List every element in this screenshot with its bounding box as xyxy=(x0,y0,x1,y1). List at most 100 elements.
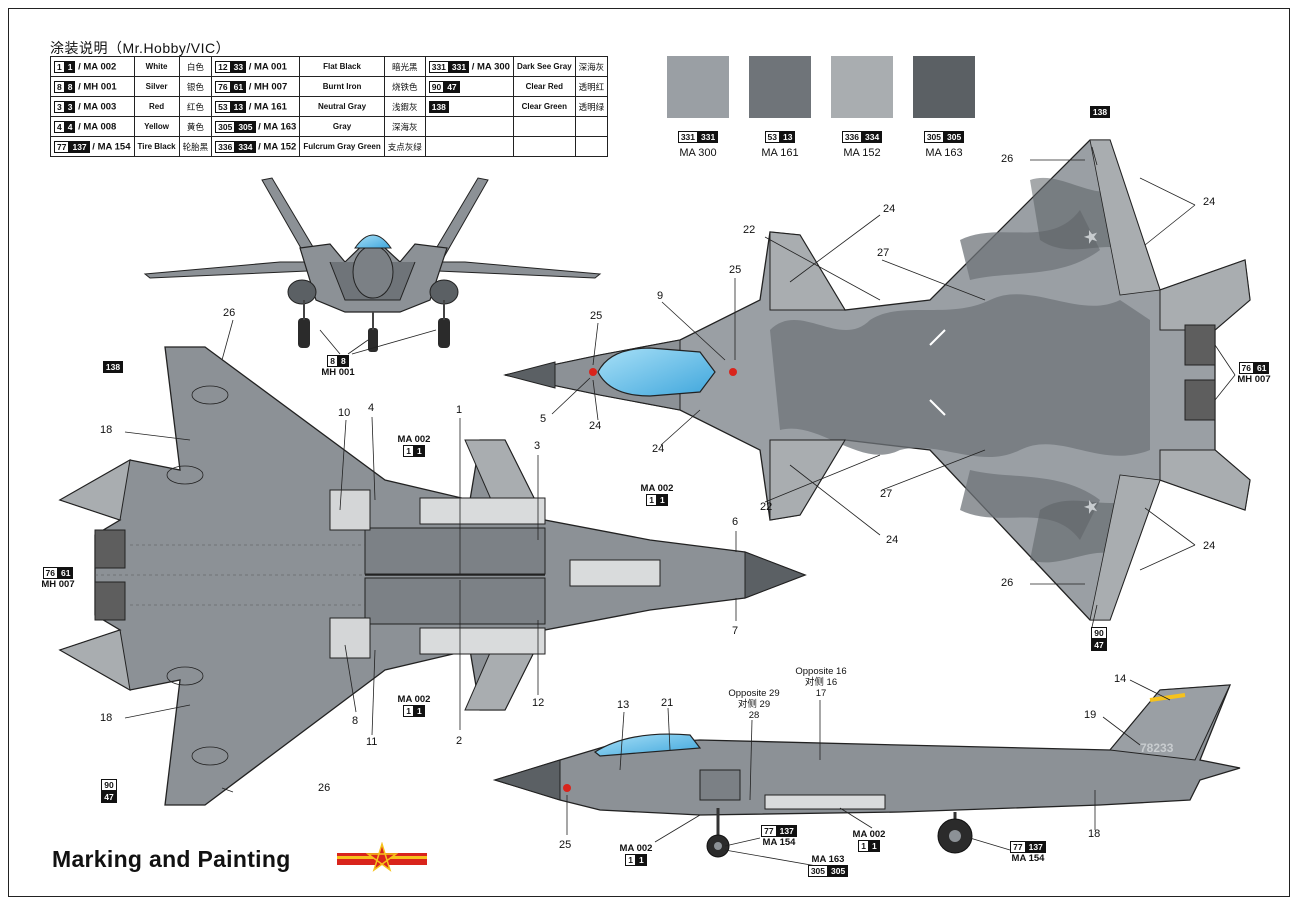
paint-code-chip: 336 xyxy=(841,130,862,143)
paint-code-chip: 1 xyxy=(64,60,76,73)
paint-code-chip: 334 xyxy=(235,140,256,153)
paint-code-chip: 53 xyxy=(215,100,231,113)
paint-code-chip: 137 xyxy=(1025,841,1046,853)
paint-code-chip: 8 xyxy=(327,355,338,367)
paint-code-chip: 1 xyxy=(54,60,65,73)
legend-color-name: Yellow xyxy=(133,116,180,137)
footer-title: Marking and Painting xyxy=(52,846,291,872)
swatch-name: MA 152 xyxy=(843,147,881,159)
callout-7: 7 xyxy=(732,625,739,637)
callout-2: 2 xyxy=(456,735,463,747)
paint-code-chip: 4 xyxy=(54,120,65,133)
legend-color-name: Tire Black xyxy=(133,136,180,157)
callout-19: 19 xyxy=(1084,709,1097,721)
paint-code: MA 154 xyxy=(97,141,131,153)
legend-color-name-cn: 深海灰 xyxy=(574,56,609,77)
paint-code-chip: 1 xyxy=(858,840,869,852)
callout-22: 22 xyxy=(743,224,756,236)
paint-code-chip: 1 xyxy=(636,854,647,866)
paint-code-chip: 138 xyxy=(102,361,124,373)
callout-24: 24 xyxy=(886,534,899,546)
paint-code-chip: 1 xyxy=(403,705,414,717)
opposite-29-note: Opposite 29 对侧 29 28 xyxy=(728,688,780,721)
paint-code: MH 007 xyxy=(253,81,288,93)
paint-code-chip: 331 xyxy=(448,60,470,73)
paint-code-chip: 331 xyxy=(677,130,698,143)
paint-code-chip: 334 xyxy=(862,130,883,143)
paint-code-chip: 305 xyxy=(944,130,965,143)
callout-4: 4 xyxy=(368,402,375,414)
tail-number: 78233 xyxy=(1140,741,1174,755)
paint-code-chip: 61 xyxy=(1254,362,1270,374)
paint-code: MH 007 xyxy=(1237,374,1271,385)
chip-top-138: 138 xyxy=(1088,106,1112,118)
callout-3: 3 xyxy=(534,440,541,452)
paint-code-chip: 4 xyxy=(64,120,76,133)
top-view: ★ ★ xyxy=(503,139,1251,621)
paint-code-chip: 8 xyxy=(64,80,76,93)
callout-12: 12 xyxy=(532,697,545,709)
paint-code-chip: 8 xyxy=(338,355,349,367)
paint-code-chip: 305 xyxy=(215,120,236,133)
paint-code-chip: 1 xyxy=(414,445,425,457)
paint-code: MH 007 xyxy=(41,579,75,590)
side-view: 78233 xyxy=(492,684,1241,858)
legend-color-name-cn xyxy=(574,136,609,157)
paint-code-chip: 76 xyxy=(215,80,231,93)
color-swatch xyxy=(831,56,893,118)
callout-10: 10 xyxy=(338,407,351,419)
paint-code-chip: 331 xyxy=(698,130,719,143)
leader-lines xyxy=(124,146,1236,869)
callout-25: 25 xyxy=(559,839,572,851)
chip-bottom-9047: 9047 xyxy=(95,779,123,803)
paint-code-chip: 77 xyxy=(54,140,70,153)
legend-color-name xyxy=(512,136,576,157)
legend-code-cell xyxy=(424,136,514,157)
paint-code-chip: 13 xyxy=(230,100,247,113)
paint-code-chip: 336 xyxy=(215,140,236,153)
paint-code-chip: 76 xyxy=(42,567,58,579)
paint-code-chip: 305 xyxy=(828,865,849,877)
paint-code-chip: 33 xyxy=(230,60,247,73)
callout-8: 8 xyxy=(352,715,359,727)
paint-code: MA 154 xyxy=(762,837,796,848)
paint-code-chip: 90 xyxy=(101,779,117,791)
swatch-name: MA 163 xyxy=(925,147,963,159)
svg-text:★: ★ xyxy=(1081,229,1101,245)
paint-code-chip: 47 xyxy=(444,80,460,93)
paint-code: MA 001 xyxy=(253,61,287,73)
drawing-frame xyxy=(8,8,1290,897)
paint-code-chip: 138 xyxy=(428,100,449,113)
callout-26: 26 xyxy=(1001,577,1014,589)
paint-code-chip: 1 xyxy=(646,494,657,506)
callout-24: 24 xyxy=(589,420,602,432)
paint-code: MH 001 xyxy=(321,367,355,378)
callout-18: 18 xyxy=(1088,828,1101,840)
paint-code: MA 163 xyxy=(811,854,845,865)
roundel-insignia-icon xyxy=(337,842,427,872)
paint-code: MA 152 xyxy=(263,141,297,153)
paint-code: MA 163 xyxy=(263,121,297,133)
paint-code: MA 008 xyxy=(83,121,117,133)
callout-25: 25 xyxy=(729,264,742,276)
callout-22: 22 xyxy=(760,501,773,513)
paint-code: MA 002 xyxy=(619,843,653,854)
chip-bottom-138: 138 xyxy=(101,361,125,373)
paint-code-chip: 1 xyxy=(403,445,414,457)
callout-26: 26 xyxy=(318,782,331,794)
